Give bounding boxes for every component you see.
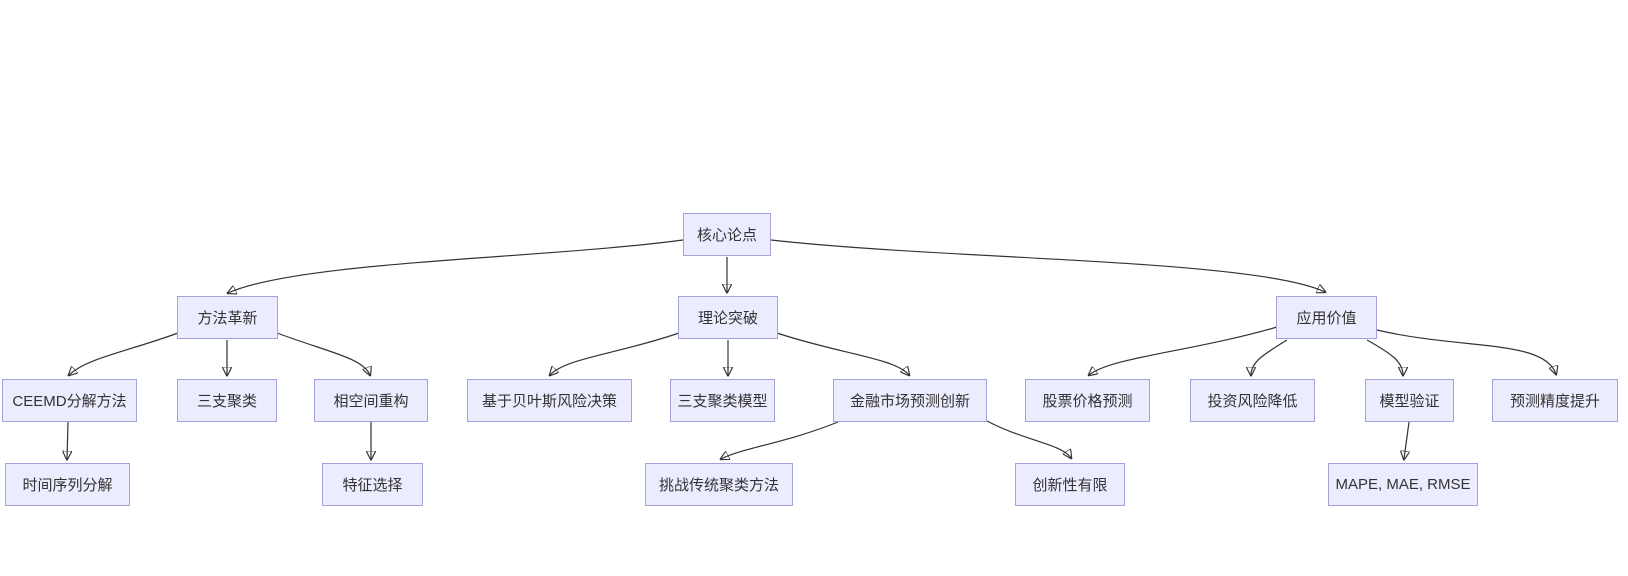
- edge-theory-to-bayesian: [550, 332, 680, 375]
- edge-validation-to-metrics: [1404, 421, 1409, 459]
- node-theory-breakthrough: 理论突破: [678, 296, 778, 339]
- edge-financial-to-challenge: [721, 421, 839, 459]
- node-three-way-clustering: 三支聚类: [177, 379, 277, 422]
- edge-core-to-application: [770, 239, 1325, 292]
- edge-application-to-accuracy: [1376, 329, 1556, 374]
- edge-application-to-stock: [1089, 326, 1278, 375]
- node-error-metrics: MAPE, MAE, RMSE: [1328, 463, 1478, 506]
- node-limited-novelty: 创新性有限: [1015, 463, 1125, 506]
- node-core-thesis: 核心论点: [683, 213, 771, 256]
- edge-application-to-validation: [1366, 339, 1403, 375]
- node-three-way-clustering-model: 三支聚类模型: [670, 379, 775, 422]
- node-feature-selection: 特征选择: [322, 463, 423, 506]
- edge-method-to-phase-space: [276, 332, 370, 375]
- node-phase-space-reconstruction: 相空间重构: [314, 379, 428, 422]
- node-bayesian-risk-decision: 基于贝叶斯风险决策: [467, 379, 632, 422]
- edge-method-to-ceemd: [69, 332, 179, 375]
- edge-application-to-risk: [1251, 339, 1288, 375]
- edge-ceemd-to-time-series: [67, 421, 68, 459]
- edge-core-to-method: [228, 239, 684, 293]
- node-method-innovation: 方法革新: [177, 296, 278, 339]
- node-stock-price-prediction: 股票价格预测: [1025, 379, 1150, 422]
- node-model-validation: 模型验证: [1365, 379, 1454, 422]
- edge-theory-to-financial: [776, 332, 909, 375]
- node-ceemd-decomposition: CEEMD分解方法: [2, 379, 137, 422]
- node-challenge-traditional-clustering: 挑战传统聚类方法: [645, 463, 793, 506]
- node-investment-risk-reduction: 投资风险降低: [1190, 379, 1315, 422]
- node-time-series-decomposition: 时间序列分解: [5, 463, 130, 506]
- edge-financial-to-novelty: [986, 420, 1071, 458]
- node-application-value: 应用价值: [1276, 296, 1377, 339]
- node-forecast-accuracy-improvement: 预测精度提升: [1492, 379, 1618, 422]
- node-financial-forecast-innovation: 金融市场预测创新: [833, 379, 987, 422]
